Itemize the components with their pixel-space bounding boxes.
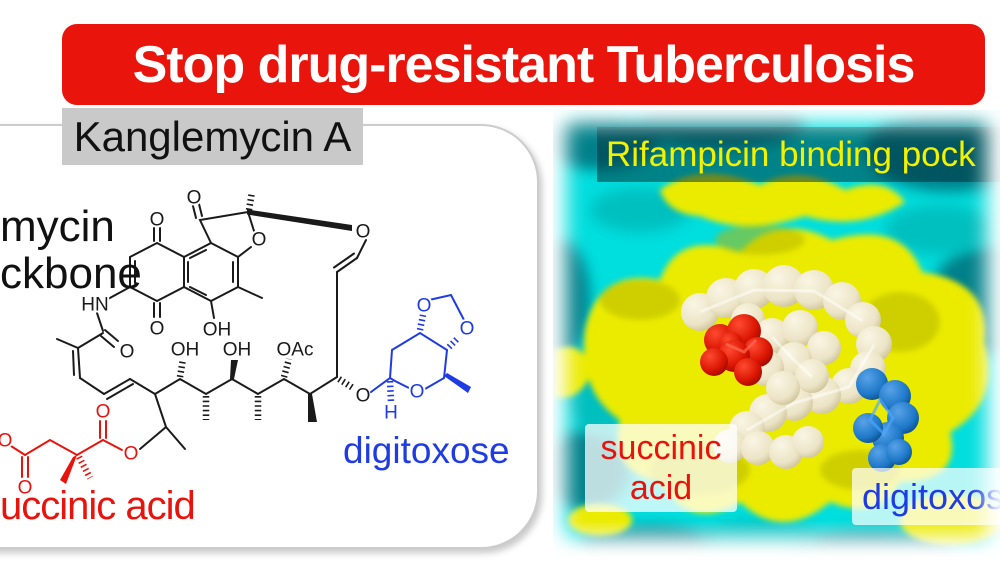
digitoxose-label: digitoxose xyxy=(343,430,510,471)
banner: Stop drug-resistant Tuberculosis xyxy=(62,24,985,105)
pocket-title-band: Rifampicin binding pock xyxy=(597,127,1000,182)
succinic-spheres xyxy=(700,314,773,386)
pocket-succinic-line1: succinic xyxy=(600,429,722,467)
backbone-label-line2: ckbone xyxy=(0,249,142,298)
kanglemycin-title-text: Kanglemycin A xyxy=(73,112,352,160)
digitoxose-spheres xyxy=(853,368,919,472)
pocket-digitoxose-text: digitoxos xyxy=(862,475,1000,517)
backbone-label-line1: mycin xyxy=(0,202,115,251)
pocket-title-text: Rifampicin binding pock xyxy=(606,134,976,174)
pocket-succinic-label: succinic acid xyxy=(585,424,737,512)
ligand-spheres xyxy=(681,265,892,469)
binding-pocket-panel: Rifampicin binding pock succinic acid di… xyxy=(553,110,1000,558)
banner-title: Stop drug-resistant Tuberculosis xyxy=(132,35,916,94)
pocket-succinic-line2: acid xyxy=(629,469,693,507)
kanglemycin-title-badge: Kanglemycin A xyxy=(62,108,363,165)
pocket-digitoxose-label: digitoxos xyxy=(852,468,1000,525)
backbone-label: mycin ckbone xyxy=(0,203,142,297)
succinic-acid-label: uccinic acid xyxy=(0,484,196,528)
